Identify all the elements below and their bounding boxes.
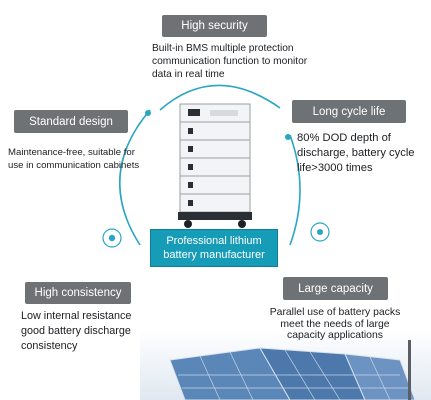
description-line: discharge, battery cycle xyxy=(297,147,415,159)
long-cycle-life-description: 80% DOD depth of discharge, battery cycl… xyxy=(297,131,427,176)
long-cycle-life-label: Long cycle life xyxy=(312,105,386,118)
standard-design-description: Maintenance-free, suitable for use in co… xyxy=(8,147,156,172)
large-capacity-label: Large capacity xyxy=(298,282,373,295)
manufacturer-line: Professional lithium xyxy=(166,235,262,247)
long-cycle-life-badge: Long cycle life xyxy=(292,100,406,123)
description-line: Maintenance-free, suitable for xyxy=(8,147,135,158)
high-consistency-badge: High consistency xyxy=(25,282,131,304)
manufacturer-line: battery manufacturer xyxy=(163,249,265,261)
description-line: Parallel use of battery packs xyxy=(269,307,401,318)
description-line: Low internal resistance xyxy=(21,310,132,322)
description-line: data in real time xyxy=(152,69,225,80)
large-capacity-description: Parallel use of battery packs meet the n… xyxy=(255,307,415,342)
solar-panel-icon xyxy=(140,330,431,400)
battery-cabinet-icon xyxy=(178,103,252,228)
large-capacity-badge: Large capacity xyxy=(283,277,388,300)
high-security-label: High security xyxy=(181,20,248,32)
description-line: capacity applications xyxy=(287,330,383,341)
high-consistency-description: Low internal resistance good battery dis… xyxy=(21,309,181,354)
description-line: communication function to monitor xyxy=(152,56,308,67)
description-line: life>3000 times xyxy=(297,162,373,174)
high-security-description: Built-in BMS multiple protection communi… xyxy=(152,42,342,81)
description-line: meet the needs of large xyxy=(280,318,390,330)
standard-design-badge: Standard design xyxy=(14,110,128,133)
high-security-badge: High security xyxy=(162,15,267,37)
description-line: consistency xyxy=(21,340,78,352)
high-consistency-label: High consistency xyxy=(34,287,122,299)
description-line: use in communication cabinets xyxy=(8,159,140,171)
description-line: good battery discharge xyxy=(21,325,131,337)
standard-design-label: Standard design xyxy=(29,115,113,128)
manufacturer-label: Professional lithium battery manufacture… xyxy=(150,229,278,267)
description-line: Built-in BMS multiple protection xyxy=(152,43,294,54)
description-line: 80% DOD depth of xyxy=(297,132,391,144)
